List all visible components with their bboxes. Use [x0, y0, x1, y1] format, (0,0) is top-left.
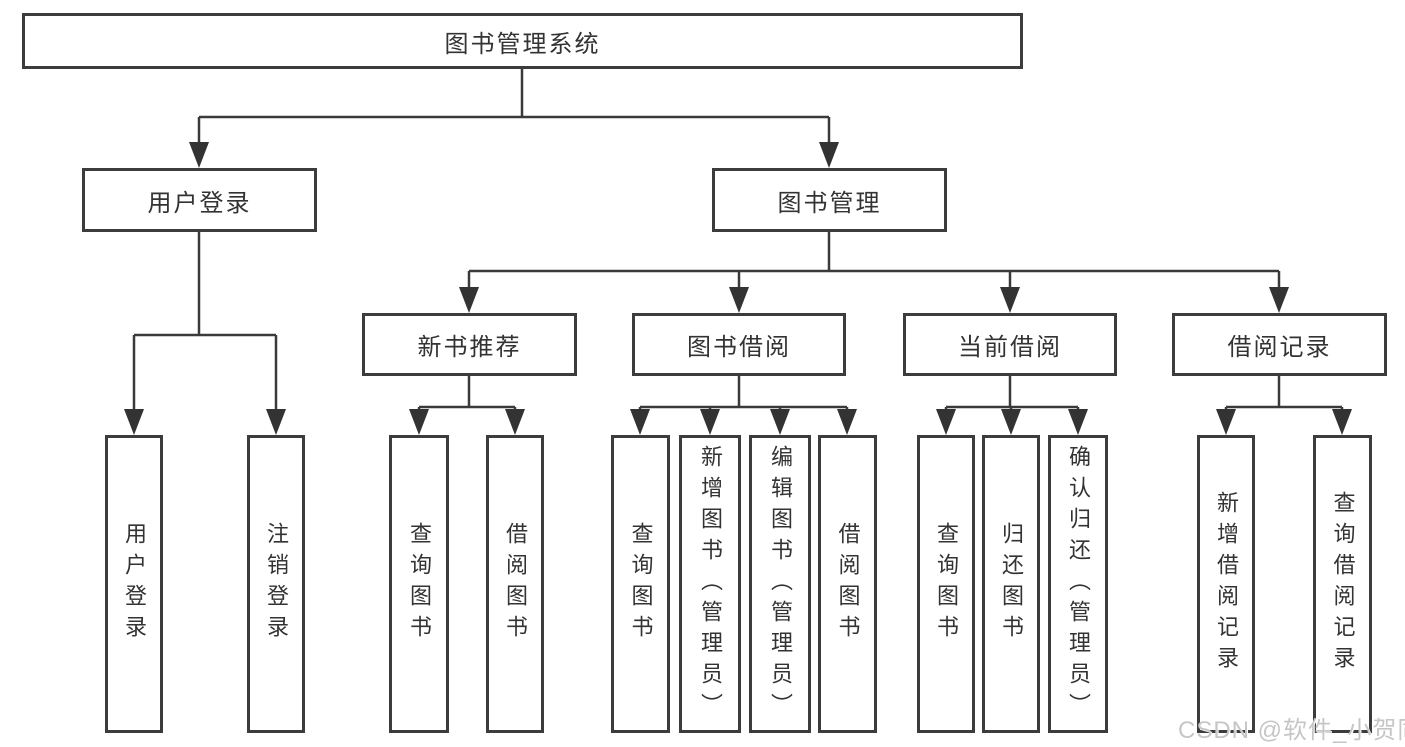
node-book-borrow: 图书借阅: [632, 313, 846, 376]
leaf-current-query-books-label: 查询图书: [934, 522, 959, 646]
node-new-book-recommend-label: 新书推荐: [417, 334, 522, 361]
node-book-management: 图书管理: [712, 168, 947, 232]
leaf-user-login: 用户登录: [105, 435, 163, 733]
node-book-borrow-label: 图书借阅: [687, 334, 791, 361]
leaf-current-return-books-label: 归还图书: [999, 522, 1024, 646]
node-current-borrow: 当前借阅: [903, 313, 1117, 376]
watermark: CSDN @软件_小贺同学: [1178, 717, 1405, 744]
leaf-borrow-add-books-admin: 新增图书（管理员）: [679, 435, 741, 733]
leaf-records-query-record-label: 查询借阅记录: [1330, 491, 1356, 677]
connector-arrows: [124, 142, 1352, 435]
leaf-borrow-edit-books-admin: 编辑图书（管理员）: [749, 435, 811, 733]
leaf-records-add-record: 新增借阅记录: [1197, 435, 1255, 733]
leaf-recommend-borrow-books: 借阅图书: [486, 435, 544, 733]
leaf-borrow-query-books-label: 查询图书: [628, 522, 654, 646]
leaf-logout: 注销登录: [247, 435, 305, 733]
leaf-current-query-books: 查询图书: [917, 435, 975, 733]
leaf-current-confirm-return-admin: 确认归还（管理员）: [1048, 435, 1108, 733]
node-root-label: 图书管理系统: [444, 30, 601, 58]
leaf-recommend-borrow-books-label: 借阅图书: [503, 522, 528, 646]
leaf-borrow-query-books: 查询图书: [611, 435, 670, 733]
node-borrow-records-label: 借阅记录: [1227, 334, 1332, 361]
node-root: 图书管理系统: [22, 13, 1023, 69]
leaf-user-login-label: 用户登录: [122, 522, 147, 646]
node-book-management-label: 图书管理: [777, 189, 882, 217]
leaf-borrow-borrow-books-label: 借阅图书: [835, 522, 861, 646]
leaf-current-confirm-return-admin-label: 确认归还（管理员）: [1066, 444, 1091, 724]
leaf-recommend-query-books: 查询图书: [389, 435, 449, 733]
leaf-records-add-record-label: 新增借阅记录: [1214, 491, 1239, 677]
leaf-logout-label: 注销登录: [264, 522, 289, 646]
leaf-current-return-books: 归还图书: [982, 435, 1040, 733]
node-user-login: 用户登录: [82, 168, 317, 232]
node-borrow-records: 借阅记录: [1172, 313, 1387, 376]
node-new-book-recommend: 新书推荐: [362, 313, 577, 376]
leaf-records-query-record: 查询借阅记录: [1313, 435, 1372, 733]
connector-paths: [132, 69, 1344, 413]
leaf-recommend-query-books-label: 查询图书: [407, 522, 432, 646]
leaf-borrow-borrow-books: 借阅图书: [818, 435, 877, 733]
node-current-borrow-label: 当前借阅: [958, 334, 1062, 361]
leaf-borrow-edit-books-admin-label: 编辑图书（管理员）: [768, 444, 793, 724]
node-user-login-label: 用户登录: [147, 189, 252, 217]
leaf-borrow-add-books-admin-label: 新增图书（管理员）: [698, 444, 723, 724]
